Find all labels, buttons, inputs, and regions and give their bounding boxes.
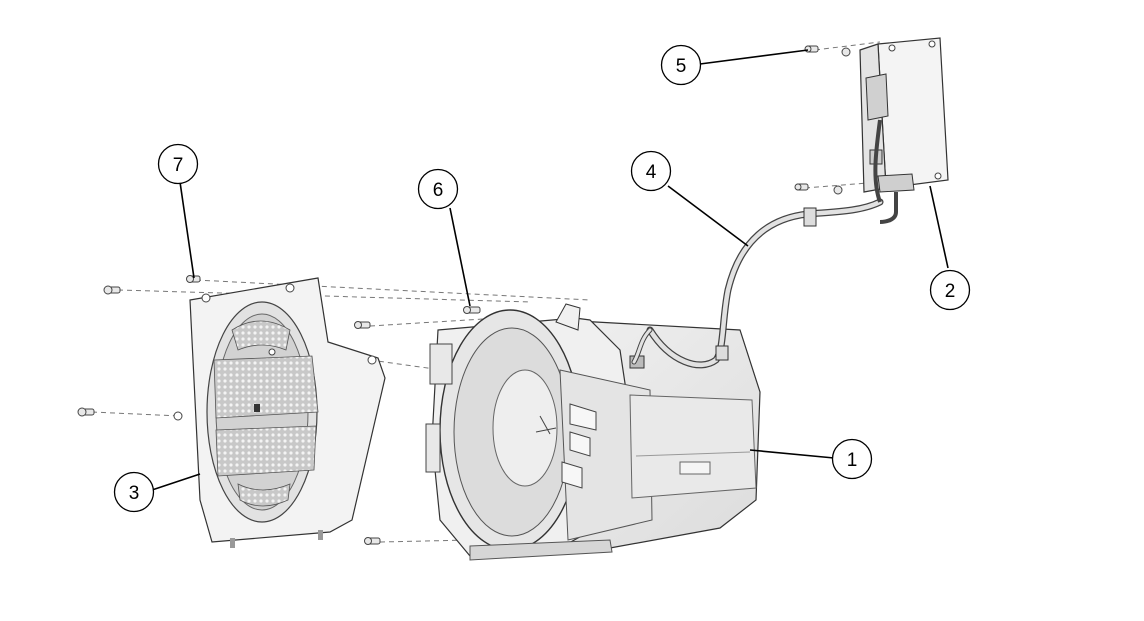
callout-1: 1 xyxy=(831,438,873,480)
callout-3-label: 3 xyxy=(129,483,140,504)
callout-4: 4 xyxy=(630,150,672,192)
callout-7: 7 xyxy=(157,143,199,185)
screw-left-top xyxy=(103,285,121,295)
callout-4-label: 4 xyxy=(646,162,657,183)
callout-3: 3 xyxy=(113,471,155,513)
screws xyxy=(77,45,851,545)
callout-6-label: 6 xyxy=(433,180,444,201)
screw-module-top xyxy=(804,45,819,53)
screw-bottom xyxy=(364,537,381,545)
screw-item-6 xyxy=(463,306,481,314)
control-module xyxy=(859,37,949,224)
callout-7-label: 7 xyxy=(173,155,184,176)
screw-module-top-2 xyxy=(841,47,851,57)
fan-cover-plate xyxy=(173,277,386,548)
screw-module-bottom-2 xyxy=(833,185,843,195)
callout-6: 6 xyxy=(417,168,459,210)
motor-housing xyxy=(425,303,761,561)
callout-5-label: 5 xyxy=(676,56,687,77)
screw-module-bottom xyxy=(794,183,809,191)
fastener-guide-lines xyxy=(91,41,881,543)
callout-1-label: 1 xyxy=(847,450,858,471)
callout-2-label: 2 xyxy=(945,281,956,302)
callout-2: 2 xyxy=(929,269,971,311)
leader-lines xyxy=(151,49,949,491)
screw-center-upper xyxy=(354,321,371,329)
callout-5: 5 xyxy=(660,44,702,86)
screw-left-middle xyxy=(77,407,95,417)
cable-harness xyxy=(631,198,884,369)
